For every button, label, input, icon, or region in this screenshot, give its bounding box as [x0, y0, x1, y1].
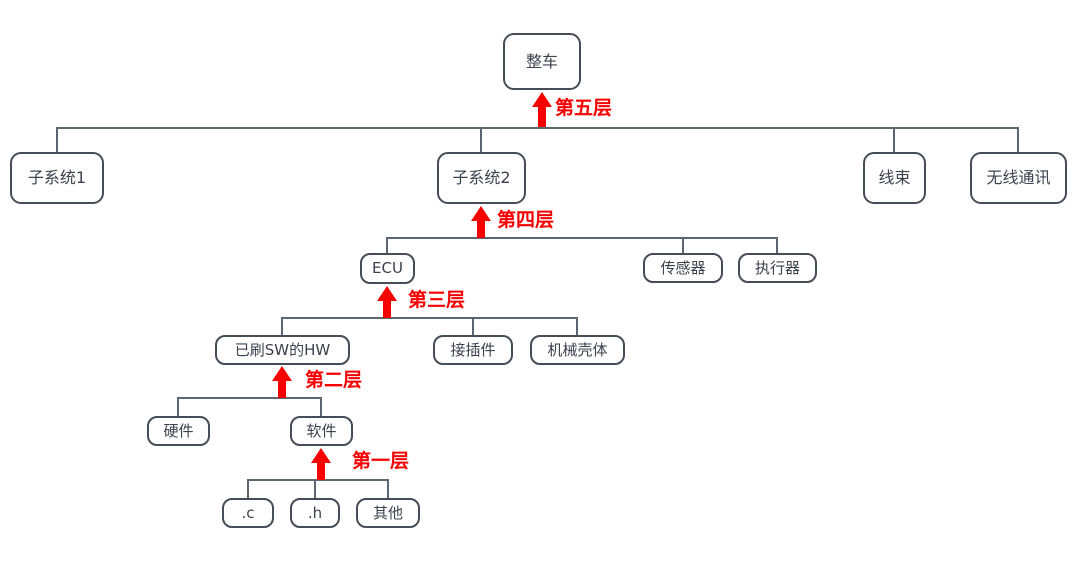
level5-label: 第五层: [555, 97, 613, 119]
tree-branch-line-level5: [56, 127, 1019, 129]
node-other: 其他: [356, 498, 420, 528]
tree-drop-line-hw-with-sw: [281, 317, 283, 335]
tree-drop-line-h-file: [314, 479, 316, 498]
node-subsystem1: 子系统1: [10, 152, 104, 204]
arrow-head: [377, 286, 397, 301]
node-h-file: .h: [290, 498, 340, 528]
level2-label: 第二层: [305, 369, 363, 391]
arrow-head: [532, 92, 552, 107]
arrow-head: [272, 366, 292, 381]
tree-drop-line-housing: [576, 317, 578, 335]
node-actuator: 执行器: [738, 253, 817, 283]
level4-up-arrow-icon: [471, 206, 491, 238]
level3-label: 第三层: [408, 289, 466, 311]
tree-drop-line-subsystem1: [56, 127, 58, 152]
arrow-shaft: [278, 381, 286, 398]
tree-branch-line-level2: [177, 397, 322, 399]
tree-drop-line-harness: [893, 127, 895, 152]
tree-drop-line-software: [320, 397, 322, 416]
node-hw-with-sw: 已刷SW的HW: [215, 335, 350, 365]
node-sensor: 传感器: [643, 253, 723, 283]
node-housing: 机械壳体: [530, 335, 625, 365]
level2-up-arrow-icon: [272, 366, 292, 398]
level1-up-arrow-icon: [311, 448, 331, 480]
arrow-head: [311, 448, 331, 463]
tree-branch-line-level4: [386, 237, 778, 239]
tree-drop-line-hardware: [177, 397, 179, 416]
node-connector: 接插件: [433, 335, 513, 365]
arrow-shaft: [383, 301, 391, 318]
arrow-shaft: [477, 221, 485, 238]
node-software: 软件: [290, 416, 353, 446]
node-ecu: ECU: [360, 253, 415, 284]
tree-drop-line-connector: [472, 317, 474, 335]
node-hardware: 硬件: [147, 416, 210, 446]
tree-drop-line-other: [387, 479, 389, 498]
tree-drop-line-c-file: [247, 479, 249, 498]
level4-label: 第四层: [497, 209, 555, 231]
node-subsystem2: 子系统2: [437, 152, 526, 204]
node-wireless: 无线通讯: [970, 152, 1067, 204]
arrow-shaft: [317, 463, 325, 480]
tree-drop-line-actuator: [776, 237, 778, 253]
tree-drop-line-sensor: [682, 237, 684, 253]
node-vehicle: 整车: [503, 33, 581, 90]
node-c-file: .c: [222, 498, 274, 528]
tree-branch-line-level1: [247, 479, 388, 481]
arrow-shaft: [538, 107, 546, 127]
tree-drop-line-wireless: [1017, 127, 1019, 152]
node-harness: 线束: [863, 152, 926, 204]
level1-label: 第一层: [352, 450, 410, 472]
tree-branch-line-level3: [281, 317, 578, 319]
tree-drop-line-ecu: [386, 237, 388, 253]
level5-up-arrow-icon: [532, 92, 552, 127]
arrow-head: [471, 206, 491, 221]
tree-drop-line-subsystem2: [480, 127, 482, 152]
level3-up-arrow-icon: [377, 286, 397, 318]
